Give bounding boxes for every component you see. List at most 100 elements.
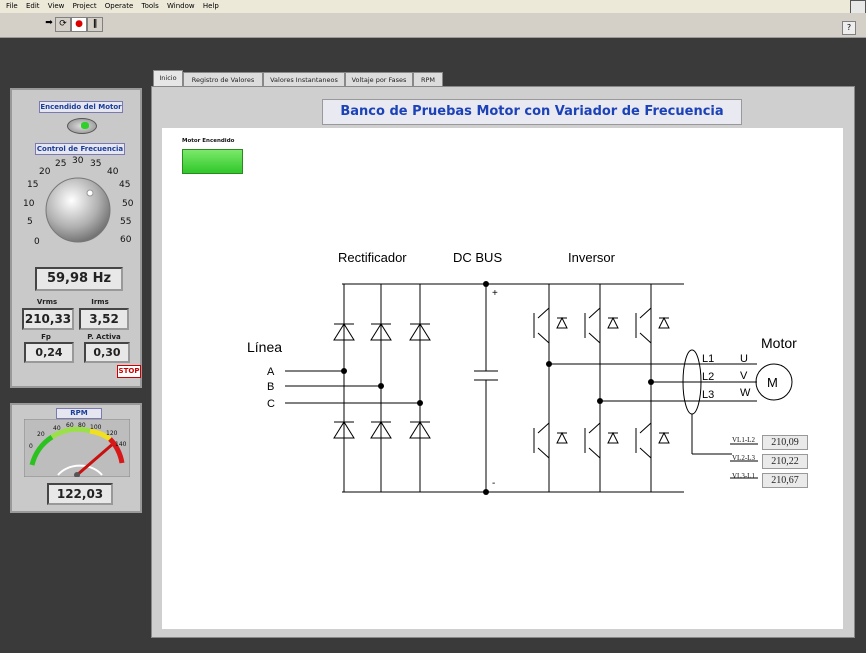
irms-label: Irms — [91, 298, 109, 306]
menu-edit[interactable]: Edit — [25, 2, 40, 10]
frequency-dial[interactable] — [12, 155, 140, 275]
dial-tick-40: 40 — [107, 167, 119, 177]
knob-indicator — [86, 189, 94, 197]
motor-control-panel: Encendido del Motor Control de Frecuenci… — [10, 88, 142, 388]
vl3l1-label: VL3-L1 — [732, 472, 755, 480]
gauge-tick-60: 60 — [66, 422, 74, 429]
motor-encendido-label: Motor Encendido — [182, 138, 235, 144]
igbt-lower-1 — [533, 422, 568, 459]
run-continuously-icon[interactable]: ⟳ — [55, 17, 71, 32]
gauge-hub — [74, 472, 80, 477]
label-l2: L2 — [702, 371, 714, 383]
toggle-light — [81, 122, 89, 129]
vl2l3-label: VL2-L3 — [732, 454, 755, 462]
igbt-upper-2 — [584, 307, 619, 344]
label-l3: L3 — [702, 389, 714, 401]
tab-voltaje-fases[interactable]: Voltaje por Fases — [345, 72, 413, 87]
tab-inicio[interactable]: Inicio — [153, 70, 183, 87]
rpm-panel: RPM 0 20 40 60 80 100 120 140 122,03 — [10, 403, 142, 513]
vrms-readout: 210,33 — [22, 308, 74, 330]
label-linea: Línea — [247, 339, 282, 355]
junction-a — [341, 368, 347, 374]
gauge-tick-100: 100 — [90, 424, 102, 431]
tab-rpm[interactable]: RPM — [413, 72, 443, 87]
menu-tools[interactable]: Tools — [141, 2, 159, 10]
menu-view[interactable]: View — [47, 2, 65, 10]
dial-tick-10: 10 — [23, 199, 35, 209]
control-frecuencia-label: Control de Frecuencia — [35, 143, 125, 155]
pactiva-readout: 0,30 — [84, 342, 130, 363]
vl3l1-readout: 210,67 — [762, 473, 808, 488]
tab-valores-instantaneos[interactable]: Valores Instantaneos — [263, 72, 345, 87]
label-dc-bus: DC BUS — [453, 250, 502, 265]
diode-lower-3 — [409, 421, 431, 439]
motor-toggle-button[interactable] — [67, 118, 97, 134]
label-u: U — [740, 353, 748, 365]
gauge-needle — [76, 443, 113, 477]
igbt-upper-3 — [635, 307, 670, 344]
gauge-tick-0: 0 — [29, 443, 33, 450]
label-l1: L1 — [702, 353, 714, 365]
dial-tick-15: 15 — [27, 180, 39, 190]
tab-content-inicio: Banco de Pruebas Motor con Variador de F… — [151, 86, 855, 638]
frequency-readout: 59,98 Hz — [35, 267, 123, 291]
stop-button[interactable]: STOP — [117, 365, 141, 378]
tab-registro-valores[interactable]: Registro de Valores — [183, 72, 263, 87]
junction-v — [648, 379, 654, 385]
dial-tick-0: 0 — [34, 237, 40, 247]
label-inversor: Inversor — [568, 250, 616, 265]
rpm-label: RPM — [56, 408, 102, 419]
dial-tick-35: 35 — [90, 159, 102, 169]
rpm-gauge — [24, 419, 130, 477]
diode-upper-3 — [409, 323, 431, 341]
dial-tick-30: 30 — [72, 156, 84, 166]
label-plus: + — [492, 288, 498, 299]
knob[interactable] — [45, 177, 111, 243]
gauge-tick-40: 40 — [53, 425, 61, 432]
vfd-circuit-diagram: Rectificador DC BUS Inversor Línea A B C… — [247, 250, 797, 495]
menu-file[interactable]: File — [6, 2, 18, 10]
gauge-tick-80: 80 — [78, 422, 86, 429]
junction-b — [378, 383, 384, 389]
dial-tick-5: 5 — [27, 217, 33, 227]
junction-u — [546, 361, 552, 367]
run-icon[interactable]: ➡ — [42, 17, 56, 30]
help-icon[interactable]: ? — [842, 21, 856, 35]
vl1l2-label: VL1-L2 — [732, 436, 755, 444]
fp-readout: 0,24 — [24, 342, 74, 363]
junction-plus — [483, 281, 489, 287]
pause-icon[interactable]: ‖ — [87, 17, 103, 32]
junction-minus — [483, 489, 489, 495]
abort-icon[interactable]: ● — [71, 17, 87, 32]
label-rectificador: Rectificador — [338, 250, 407, 265]
dial-tick-60: 60 — [120, 235, 132, 245]
gauge-lightgreen-zone — [50, 426, 91, 440]
dial-tick-20: 20 — [39, 167, 51, 177]
diagram-canvas: Motor Encendido — [162, 128, 843, 629]
gauge-tick-20: 20 — [37, 431, 45, 438]
label-phase-a: A — [267, 366, 275, 378]
diode-upper-1 — [333, 323, 355, 341]
menu-operate[interactable]: Operate — [104, 2, 134, 10]
fp-label: Fp — [41, 333, 51, 341]
toolbar: ➡ ⟳ ● ‖ ? — [0, 13, 866, 38]
menu-project[interactable]: Project — [72, 2, 97, 10]
dial-tick-45: 45 — [119, 180, 131, 190]
gauge-tick-120: 120 — [106, 430, 118, 437]
gauge-inner-arc — [57, 464, 103, 476]
irms-readout: 3,52 — [79, 308, 129, 330]
junction-c — [417, 400, 423, 406]
igbt-lower-2 — [584, 422, 619, 459]
igbt-upper-1 — [533, 307, 568, 344]
vl1l2-readout: 210,09 — [762, 435, 808, 450]
label-minus: - — [492, 478, 495, 489]
menu-window[interactable]: Window — [167, 2, 195, 10]
rpm-readout: 122,03 — [47, 483, 113, 505]
encendido-label: Encendido del Motor — [39, 101, 123, 113]
junction-w — [597, 398, 603, 404]
vrms-label: Vrms — [36, 298, 58, 306]
menu-help[interactable]: Help — [202, 2, 219, 10]
diode-lower-1 — [333, 421, 355, 439]
igbt-lower-3 — [635, 422, 670, 459]
gauge-red-zone — [108, 437, 125, 464]
